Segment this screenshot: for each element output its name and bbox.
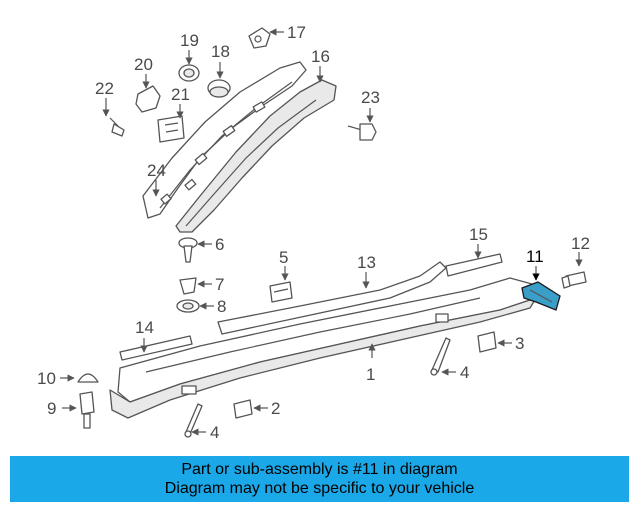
callout-10: 10 bbox=[37, 369, 75, 388]
callout-label-19: 19 bbox=[180, 31, 199, 50]
clip-7 bbox=[179, 277, 197, 295]
callout-label-7: 7 bbox=[215, 275, 224, 294]
callout-13: 13 bbox=[357, 253, 376, 289]
clip-2 bbox=[233, 399, 253, 419]
callout-label-11: 11 bbox=[526, 247, 544, 266]
callout-18: 18 bbox=[211, 42, 230, 79]
callout-label-13: 13 bbox=[357, 253, 376, 272]
rocker-panel bbox=[109, 253, 537, 419]
callout-label-21: 21 bbox=[171, 85, 190, 104]
callout-4b: 4 bbox=[191, 423, 219, 442]
pillar-trim bbox=[142, 61, 337, 233]
callout-label-4b: 4 bbox=[210, 423, 219, 442]
clip-3 bbox=[477, 331, 497, 353]
callout-14: 14 bbox=[135, 318, 154, 353]
callout-8: 8 bbox=[199, 297, 226, 316]
bolt-23 bbox=[347, 123, 377, 141]
callout-label-24: 24 bbox=[147, 161, 166, 180]
strap-4b bbox=[184, 403, 203, 438]
callout-15: 15 bbox=[469, 225, 488, 259]
callout-label-5: 5 bbox=[279, 248, 288, 267]
banner-line-disclaimer: Diagram may not be specific to your vehi… bbox=[164, 480, 475, 497]
callout-11: 11 bbox=[526, 247, 544, 281]
push-pin-6 bbox=[178, 237, 198, 263]
parts-diagram: 1 2 3 4 4 5 6 7 8 9 10 11 bbox=[37, 23, 590, 442]
callout-22: 22 bbox=[95, 79, 114, 117]
callout-label-4a: 4 bbox=[460, 363, 469, 382]
grommet-8 bbox=[176, 299, 200, 313]
callout-label-12: 12 bbox=[571, 234, 590, 253]
banner-line-part: Part or sub-assembly is #11 in diagram bbox=[181, 461, 458, 478]
bracket-11-highlighted bbox=[521, 281, 561, 311]
callout-label-18: 18 bbox=[211, 42, 230, 61]
callout-label-20: 20 bbox=[134, 55, 153, 74]
grommet-19 bbox=[178, 64, 200, 82]
callout-label-10: 10 bbox=[37, 369, 56, 388]
callout-label-15: 15 bbox=[469, 225, 488, 244]
screw-22 bbox=[109, 117, 125, 137]
strap-4a bbox=[430, 337, 451, 376]
callout-1: 1 bbox=[366, 343, 376, 384]
clip-5 bbox=[269, 281, 293, 303]
callout-label-3: 3 bbox=[515, 334, 524, 353]
callout-3: 3 bbox=[497, 334, 524, 353]
callout-label-23: 23 bbox=[361, 88, 380, 107]
callout-7: 7 bbox=[197, 275, 224, 294]
callout-16: 16 bbox=[311, 47, 330, 83]
callout-label-14: 14 bbox=[135, 318, 154, 337]
callout-label-2: 2 bbox=[271, 399, 280, 418]
callout-label-22: 22 bbox=[95, 79, 114, 98]
clip-20 bbox=[135, 85, 161, 113]
callout-label-9: 9 bbox=[47, 399, 56, 418]
callout-23: 23 bbox=[361, 88, 380, 123]
callout-19: 19 bbox=[180, 31, 199, 65]
push-pin-9 bbox=[79, 391, 95, 429]
callout-9: 9 bbox=[47, 399, 77, 418]
clip-12 bbox=[561, 271, 587, 289]
callout-24: 24 bbox=[147, 161, 166, 197]
callout-6: 6 bbox=[197, 235, 224, 254]
callout-label-6: 6 bbox=[215, 235, 224, 254]
clip-17 bbox=[248, 27, 271, 49]
grommet-18 bbox=[207, 79, 231, 98]
callout-2: 2 bbox=[253, 399, 280, 418]
callout-4a: 4 bbox=[441, 363, 469, 382]
callout-label-17: 17 bbox=[287, 23, 306, 42]
callout-21: 21 bbox=[171, 85, 190, 119]
callout-label-16: 16 bbox=[311, 47, 330, 66]
callout-label-1: 1 bbox=[366, 365, 375, 384]
info-banner: Part or sub-assembly is #11 in diagram D… bbox=[10, 456, 629, 502]
callout-20: 20 bbox=[134, 55, 153, 89]
callout-12: 12 bbox=[571, 234, 590, 267]
bracket-21 bbox=[157, 115, 185, 143]
cap-10 bbox=[77, 373, 99, 383]
callout-label-8: 8 bbox=[217, 297, 226, 316]
callout-5: 5 bbox=[279, 248, 289, 281]
callout-17: 17 bbox=[269, 23, 306, 42]
